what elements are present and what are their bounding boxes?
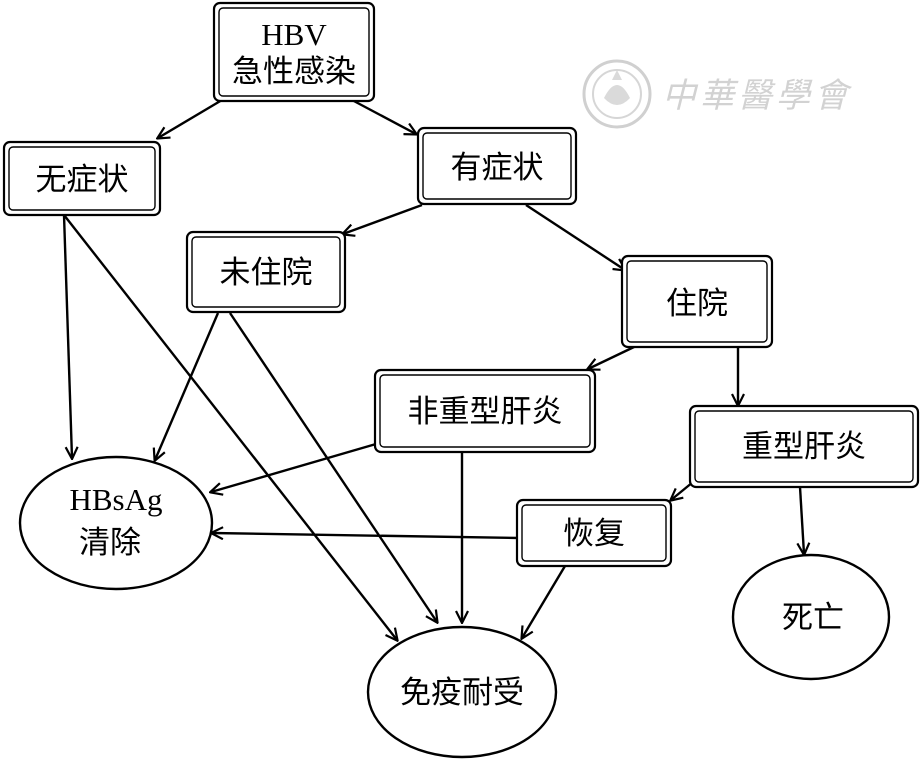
node-asymptomatic: 无症状 <box>2 140 162 217</box>
node-death-label: 死亡 <box>782 600 844 636</box>
edge-asymptomatic-to-hbsag <box>62 214 72 458</box>
edge-symptomatic-to-hospitalized <box>525 203 625 270</box>
edge-hbv-to-asymptomatic <box>158 98 223 138</box>
edge-not-hospitalized-to-hbsag <box>155 312 220 460</box>
node-symptomatic-label: 有症状 <box>451 150 544 186</box>
edge-recovery-to-hbsag <box>212 533 520 538</box>
node-hospitalized: 住院 <box>620 254 774 349</box>
node-immune-tolerance-label: 免疫耐受 <box>400 675 524 711</box>
node-not-hospitalized-label: 未住院 <box>220 255 313 291</box>
node-symptomatic: 有症状 <box>416 126 578 206</box>
node-recovery-label: 恢复 <box>563 516 625 552</box>
node-severe-hepatitis-label: 重型肝炎 <box>742 429 866 465</box>
node-hbv-acute-line1: HBV <box>261 17 327 52</box>
edge-not-hospitalized-to-tolerance <box>229 312 437 622</box>
node-immune-tolerance: 免疫耐受 <box>366 625 558 759</box>
node-hospitalized-label: 住院 <box>666 286 728 322</box>
node-not-hospitalized: 未住院 <box>185 230 347 314</box>
edge-recovery-to-tolerance <box>522 565 567 638</box>
node-hbsag-clearance-line2: 清除 <box>79 525 141 561</box>
edge-hospitalized-to-non-severe <box>588 345 635 369</box>
node-hbsag-clearance: HBsAg 清除 <box>18 455 214 591</box>
edge-symptomatic-to-not-hospitalized <box>343 203 423 234</box>
node-non-severe-hepatitis: 非重型肝炎 <box>373 368 597 454</box>
node-hbv-acute-line2: 急性感染 <box>232 54 356 90</box>
edge-severe-to-death <box>800 486 804 554</box>
watermark-seal-icon <box>582 59 652 129</box>
node-severe-hepatitis: 重型肝炎 <box>688 404 920 489</box>
edge-asymptomatic-to-tolerance <box>63 214 397 640</box>
watermark-text: 中華醫學會 <box>662 76 853 116</box>
edge-hbv-to-symptomatic <box>351 98 416 134</box>
node-hbsag-clearance-line1: HBsAg <box>69 482 162 517</box>
node-death: 死亡 <box>731 553 891 681</box>
node-non-severe-hepatitis-label: 非重型肝炎 <box>408 394 563 430</box>
node-hbv-acute-infection: HBV 急性感染 <box>212 1 376 103</box>
edge-severe-to-recovery <box>671 481 694 500</box>
edge-non-severe-to-hbsag <box>211 442 377 492</box>
node-asymptomatic-label: 无症状 <box>36 162 129 198</box>
edges <box>62 98 804 640</box>
watermark: 中華醫學會 <box>582 59 853 129</box>
node-recovery: 恢复 <box>515 498 673 568</box>
